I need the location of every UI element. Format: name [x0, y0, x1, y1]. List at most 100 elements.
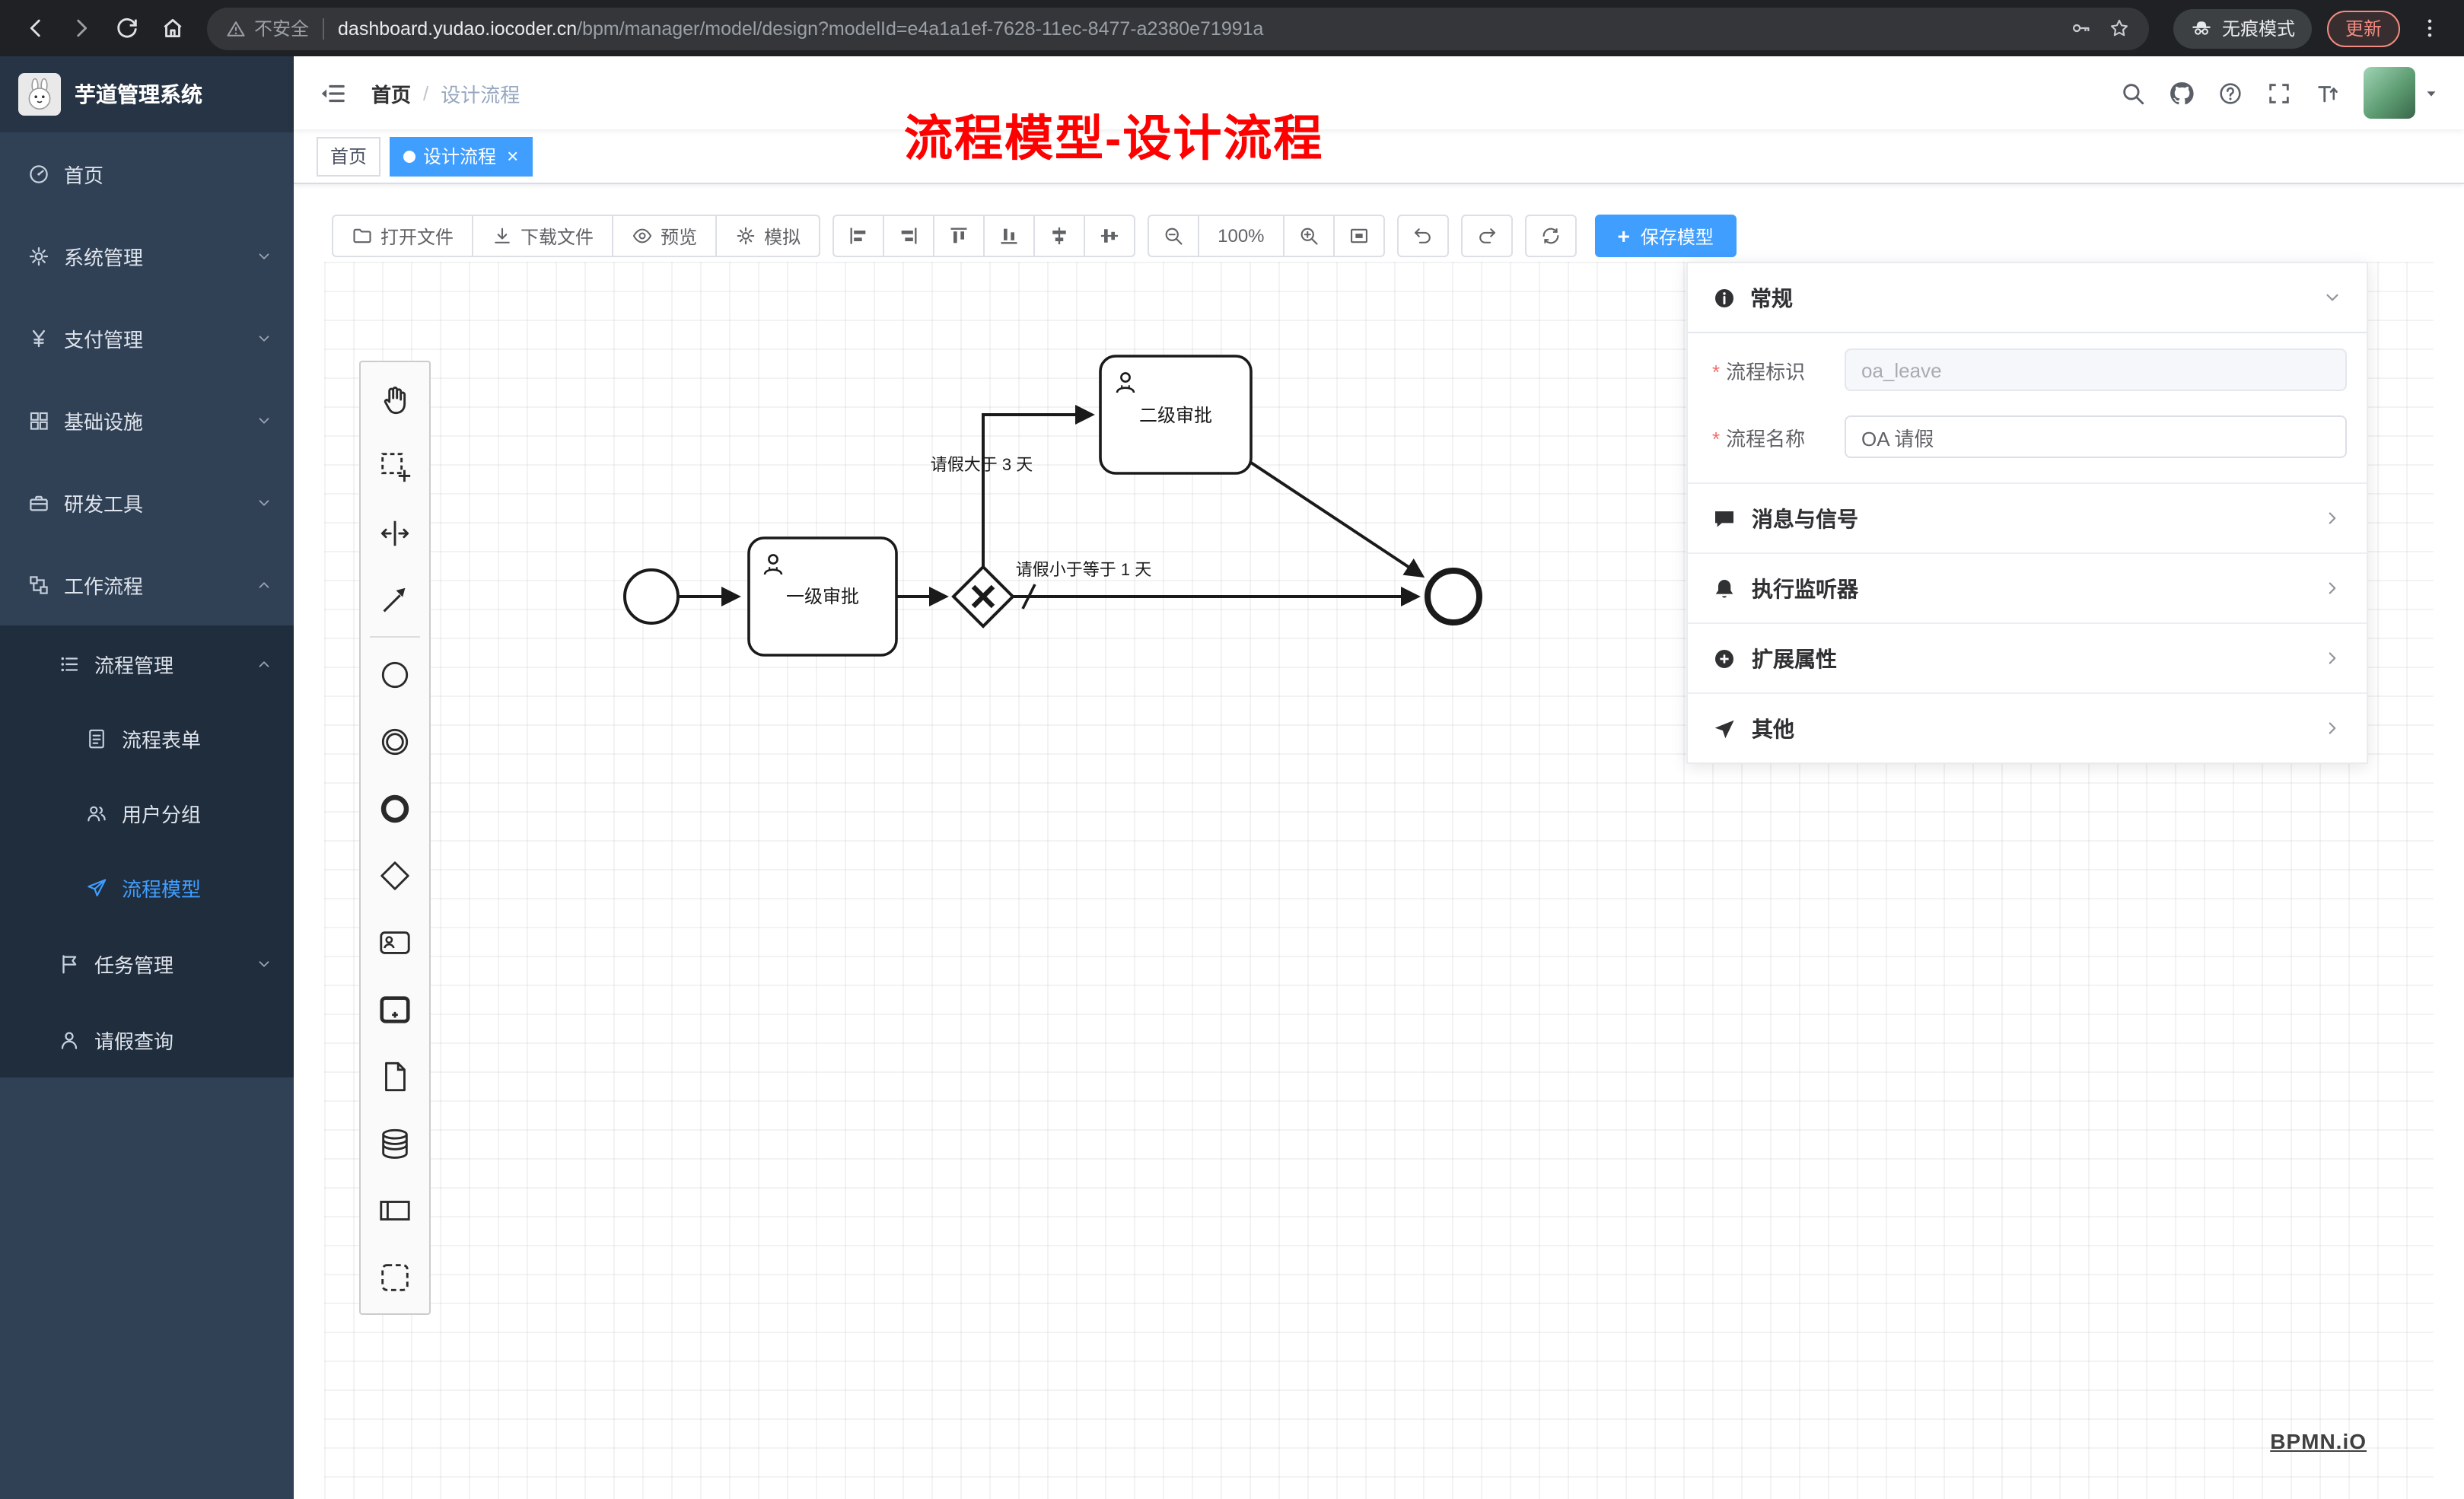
space-tool-icon[interactable]: [361, 499, 429, 566]
zoom-reset-button[interactable]: [1332, 215, 1385, 257]
lasso-tool-icon[interactable]: [361, 432, 429, 499]
create-call-activity-icon[interactable]: [361, 975, 429, 1042]
create-data-store-icon[interactable]: [361, 1109, 429, 1176]
search-icon[interactable]: [2120, 80, 2146, 106]
user-menu[interactable]: [2364, 67, 2440, 119]
bpmn-canvas[interactable]: 请假大于 3 天 请假小于等于 1 天 一级审批: [324, 262, 2434, 1499]
end-event-node[interactable]: [1425, 568, 1482, 625]
align-right-button[interactable]: [883, 215, 935, 257]
panel-section-listeners[interactable]: 执行监听器: [1688, 552, 2367, 622]
sidebar-item-system[interactable]: 系统管理: [0, 215, 294, 297]
align-vertical-center-button[interactable]: [1084, 215, 1136, 257]
zoom-level-button[interactable]: 100%: [1198, 215, 1285, 257]
sequence-flow-task2-end[interactable]: [1250, 461, 1425, 578]
zoom-out-button[interactable]: [1148, 215, 1200, 257]
zoom-in-button[interactable]: [1282, 215, 1335, 257]
chevron-down-icon: [2322, 288, 2342, 307]
redo-button[interactable]: [1460, 215, 1513, 257]
create-intermediate-event-icon[interactable]: [361, 708, 429, 775]
sidebar-item-process-management[interactable]: 流程管理: [0, 625, 294, 702]
sidebar-item-workflow[interactable]: 工作流程: [0, 543, 294, 625]
hand-tool-icon[interactable]: [361, 365, 429, 432]
browser-back-icon[interactable]: [15, 8, 55, 48]
github-icon[interactable]: [2169, 80, 2195, 106]
panel-section-other[interactable]: 其他: [1688, 692, 2367, 762]
sidebar-item-payment[interactable]: 支付管理: [0, 297, 294, 379]
sidebar-item-label: 首页: [64, 164, 104, 186]
bell-icon: [1712, 576, 1737, 600]
address-bar[interactable]: 不安全 dashboard.yudao.iocoder.cn/bpm/manag…: [207, 7, 2149, 49]
sequence-flow-gateway-task2[interactable]: [982, 405, 1095, 567]
create-exclusive-gateway-icon[interactable]: [361, 842, 429, 909]
panel-section-messages[interactable]: 消息与信号: [1688, 482, 2367, 552]
breadcrumb-separator: /: [423, 81, 429, 104]
align-bottom-button[interactable]: [983, 215, 1036, 257]
sidebar-item-devtools[interactable]: 研发工具: [0, 461, 294, 543]
sidebar-item-user-group[interactable]: 用户分组: [0, 776, 294, 851]
align-top-button[interactable]: [933, 215, 985, 257]
default-flow-marker: [1021, 584, 1036, 609]
align-bottom-icon: [998, 225, 1020, 247]
bpmn-io-watermark[interactable]: BPMN.iO: [2270, 1429, 2367, 1453]
restart-button[interactable]: [1524, 215, 1577, 257]
simulate-button[interactable]: 模拟: [715, 215, 821, 257]
save-model-button[interactable]: +保存模型: [1594, 215, 1737, 257]
bookmark-star-icon[interactable]: [2108, 17, 2131, 40]
panel-section-general[interactable]: 常规: [1688, 263, 2367, 333]
gateway-x-icon: [971, 584, 995, 609]
open-file-button[interactable]: 打开文件: [332, 215, 474, 257]
sidebar-collapse-icon[interactable]: [318, 78, 347, 107]
exclusive-gateway-node[interactable]: [951, 565, 1015, 629]
sidebar-item-leave-query[interactable]: 请假查询: [0, 1001, 294, 1077]
align-horizontal-center-button[interactable]: [1033, 215, 1086, 257]
undo-button[interactable]: [1396, 215, 1449, 257]
tab-home[interactable]: 首页: [317, 136, 381, 176]
browser-forward-icon[interactable]: [61, 8, 100, 48]
avatar[interactable]: [2364, 67, 2415, 119]
create-user-task-icon[interactable]: [361, 909, 429, 975]
flow-label-le1day[interactable]: 请假小于等于 1 天: [1016, 560, 1151, 579]
user-task-node-level1[interactable]: 一级审批: [747, 536, 898, 657]
create-participant-icon[interactable]: [361, 1176, 429, 1243]
start-event-node[interactable]: [623, 568, 680, 625]
preview-button[interactable]: 预览: [612, 215, 718, 257]
chrome-update-button[interactable]: 更新: [2326, 10, 2400, 46]
sidebar-item-label: 任务管理: [94, 953, 174, 976]
create-end-event-icon[interactable]: [361, 775, 429, 842]
create-start-event-icon[interactable]: [361, 641, 429, 708]
browser-reload-icon[interactable]: [107, 8, 146, 48]
browser-home-icon[interactable]: [152, 8, 192, 48]
help-icon[interactable]: [2217, 80, 2243, 106]
user-task-node-level2[interactable]: 二级审批: [1099, 355, 1253, 475]
breadcrumb-home[interactable]: 首页: [371, 83, 412, 106]
global-connect-tool-icon[interactable]: [361, 566, 429, 633]
process-name-input[interactable]: [1845, 415, 2347, 458]
chrome-menu-icon[interactable]: [2409, 8, 2449, 48]
align-right-icon: [898, 225, 919, 247]
flow-label-gt3days[interactable]: 请假大于 3 天: [931, 455, 1033, 474]
sidebar-item-process-model[interactable]: 流程模型: [0, 851, 294, 925]
tab-design-process[interactable]: 设计流程 ×: [390, 136, 533, 176]
panel-section-extended-attrs[interactable]: 扩展属性: [1688, 622, 2367, 692]
panel-section-label: 常规: [1750, 285, 1793, 310]
font-size-icon[interactable]: [2315, 80, 2341, 106]
create-group-icon[interactable]: [361, 1243, 429, 1310]
sidebar-item-home[interactable]: 首页: [0, 132, 294, 215]
not-secure-icon[interactable]: [225, 18, 247, 39]
info-icon: [1712, 285, 1737, 310]
download-file-button[interactable]: 下载文件: [472, 215, 614, 257]
password-key-icon[interactable]: [2070, 17, 2093, 40]
create-data-object-icon[interactable]: [361, 1042, 429, 1109]
process-key-input[interactable]: [1845, 348, 2347, 391]
sidebar-item-infrastructure[interactable]: 基础设施: [0, 379, 294, 461]
chevron-down-icon: [256, 494, 272, 511]
sidebar-item-process-form[interactable]: 流程表单: [0, 702, 294, 776]
align-left-button[interactable]: [832, 215, 885, 257]
fullscreen-icon[interactable]: [2266, 80, 2292, 106]
close-icon[interactable]: ×: [507, 145, 519, 167]
sidebar-item-task-management[interactable]: 任务管理: [0, 925, 294, 1001]
gear-icon: [735, 225, 756, 247]
app-logo[interactable]: 芋道管理系统: [0, 56, 294, 132]
chevron-right-icon: [2322, 578, 2342, 598]
breadcrumb-current: 设计流程: [441, 83, 520, 106]
